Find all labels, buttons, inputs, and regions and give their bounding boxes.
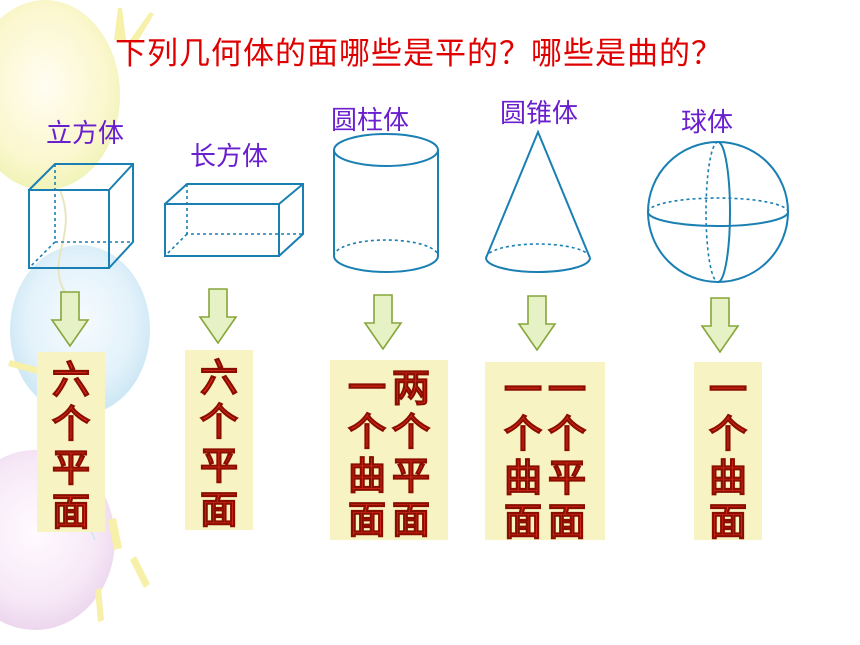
answer-char: 曲 [503, 456, 542, 501]
answer-char: 面 [51, 490, 90, 535]
label-sphere: 球体 [681, 108, 734, 138]
answer-column: 一个曲面 [347, 366, 386, 543]
answer-char: 个 [503, 412, 542, 457]
answer-char: 个 [347, 410, 386, 455]
answer-char: 曲 [708, 456, 747, 501]
answer-box-cone: 一个曲面 一个平面 [485, 362, 605, 545]
cuboid-shape [164, 183, 304, 257]
answer-char: 平 [547, 456, 587, 501]
answer-char: 一 [347, 366, 386, 411]
answer-char: 面 [503, 500, 542, 545]
answer-char: 面 [199, 488, 238, 533]
answer-char: 六 [199, 356, 238, 401]
answer-char: 平 [391, 454, 431, 499]
label-cylinder: 圆柱体 [331, 106, 410, 136]
answer-column: 六个平面 [51, 358, 90, 535]
answer-column: 一个曲面 [503, 368, 542, 545]
answer-char: 六 [51, 358, 90, 403]
cylinder-shape [333, 133, 439, 273]
answer-char: 个 [708, 412, 747, 457]
answer-char: 面 [391, 498, 431, 543]
answer-column: 两个平面 [391, 366, 431, 543]
answer-char: 面 [547, 500, 587, 545]
answer-char: 一 [547, 368, 587, 413]
answer-box-cylinder: 一个曲面 两个平面 [330, 360, 448, 543]
down-arrow-icon [50, 291, 90, 348]
down-arrow-icon [517, 295, 557, 352]
page-title: 下列几何体的面哪些是平的？哪些是曲的？ [115, 36, 723, 72]
balloon-yellow [0, 0, 120, 190]
balloon-string [57, 189, 71, 301]
answer-box-sphere: 一个曲面 [694, 362, 762, 545]
answer-char: 个 [391, 410, 431, 455]
answer-char: 面 [708, 500, 747, 545]
answer-char: 个 [547, 412, 587, 457]
answer-box-cube: 六个平面 [37, 352, 105, 535]
answer-char: 平 [51, 446, 90, 491]
answer-char: 曲 [347, 454, 386, 499]
label-cube: 立方体 [46, 119, 125, 149]
down-arrow-icon [700, 297, 740, 354]
answer-char: 面 [347, 498, 386, 543]
down-arrow-icon [198, 288, 238, 345]
cube-shape [28, 163, 134, 269]
label-cuboid: 长方体 [190, 142, 269, 172]
answer-char: 一 [503, 368, 542, 413]
answer-char: 个 [51, 402, 90, 447]
answer-column: 六个平面 [199, 356, 238, 533]
answer-box-cuboid: 六个平面 [185, 350, 253, 533]
answer-char: 一 [708, 368, 747, 413]
label-cone: 圆锥体 [500, 99, 579, 129]
answer-char: 个 [199, 400, 238, 445]
sparkle-rays [8, 8, 154, 622]
answer-column: 一个曲面 [708, 368, 747, 545]
cone-shape [485, 129, 591, 273]
answer-char: 两 [391, 366, 431, 411]
answer-column: 一个平面 [547, 368, 587, 545]
answer-char: 平 [199, 444, 238, 489]
sphere-shape [647, 141, 789, 283]
down-arrow-icon [363, 294, 403, 351]
